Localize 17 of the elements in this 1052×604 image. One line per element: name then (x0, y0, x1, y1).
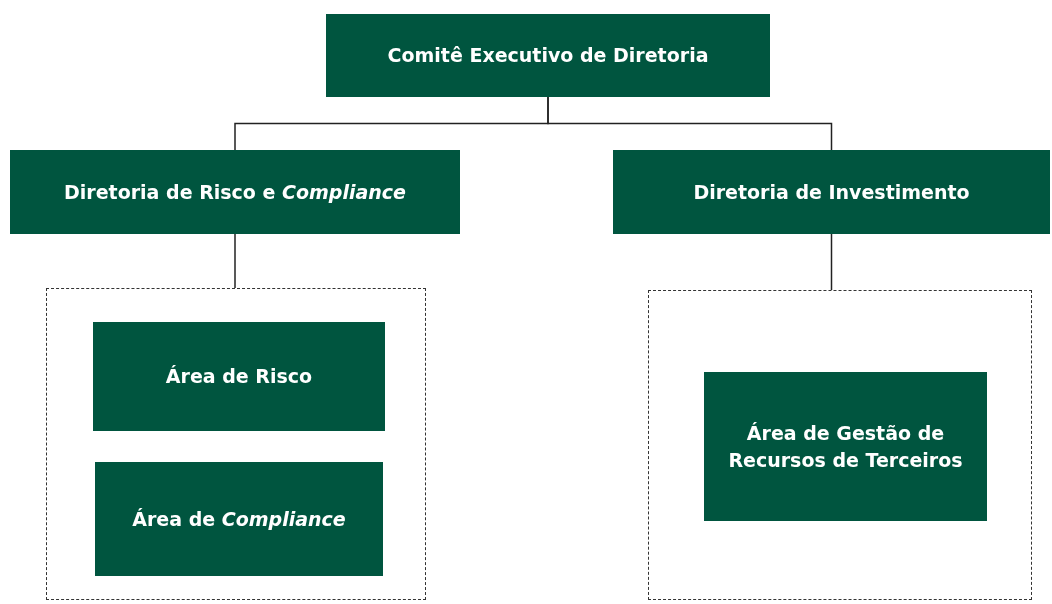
org-box (95, 462, 383, 576)
box-label: Comitê Executivo de Diretoria (387, 43, 709, 69)
box-label: Área de Risco (165, 364, 313, 390)
org-box (93, 322, 385, 431)
connector-line (830, 233, 833, 291)
org-box (613, 150, 1050, 234)
connector-line (234, 233, 236, 289)
box-label: Diretoria de Risco e Compliance (64, 179, 406, 205)
connector-line (547, 96, 833, 151)
org-box (326, 14, 770, 97)
org-box (10, 150, 460, 234)
dashed-group-box (46, 288, 426, 600)
box-label: Diretoria de Investimento (693, 179, 970, 205)
box-label: Área de Gestão de Recursos de Terceiros (727, 420, 964, 473)
box-label: Área de Compliance (132, 506, 346, 532)
org-box (704, 372, 987, 521)
dashed-group-box (648, 290, 1032, 600)
